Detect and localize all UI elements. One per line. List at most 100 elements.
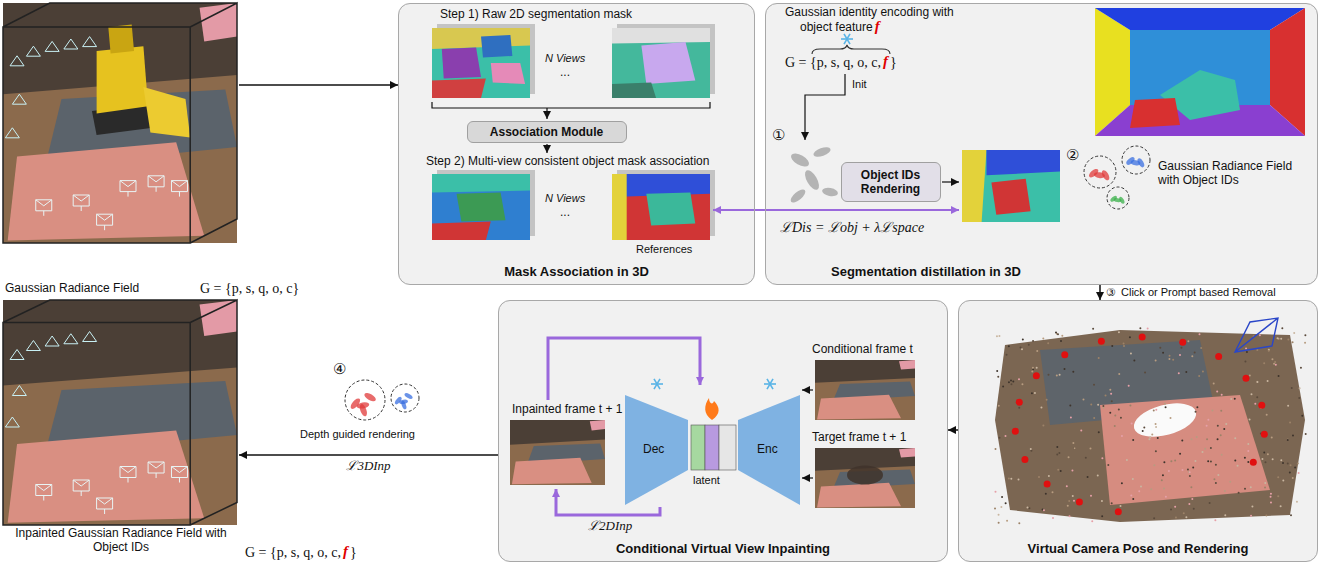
cloud-point xyxy=(1210,447,1212,449)
cloud-point xyxy=(1163,487,1165,489)
cloud-point xyxy=(1107,464,1109,466)
panel-title: Virtual Camera Pose and Rendering xyxy=(959,541,1317,556)
mask-region xyxy=(612,28,710,43)
cloud-point xyxy=(1005,435,1007,437)
cloud-point xyxy=(1120,505,1122,507)
virtual-camera xyxy=(1098,338,1105,345)
cloud-point xyxy=(1181,439,1183,441)
cloud-point xyxy=(1202,370,1204,372)
dozer-body xyxy=(97,46,148,113)
cloud-point xyxy=(1264,461,1266,463)
gaussian-blob xyxy=(789,187,808,205)
cloud-point xyxy=(1193,508,1195,510)
cloud-point xyxy=(1190,486,1192,488)
cloud-point xyxy=(1185,371,1187,373)
cloud-point xyxy=(1305,433,1307,435)
cloud-point xyxy=(1293,332,1295,334)
mask-region xyxy=(612,83,656,98)
cloud-point xyxy=(1036,367,1038,369)
panel-ground xyxy=(498,300,948,562)
virtual-camera xyxy=(1012,428,1019,435)
annotation-label: Init xyxy=(852,78,867,91)
cloud-point xyxy=(1245,348,1247,350)
table-surface xyxy=(815,360,915,420)
cloud-point xyxy=(1139,327,1141,329)
id-cluster xyxy=(345,380,385,420)
cloud-point xyxy=(1261,458,1263,460)
cloud-point xyxy=(1060,340,1062,342)
scene-image: Inpainted Gaussian Radiance Field with O… xyxy=(3,300,239,566)
cloud-point xyxy=(1264,482,1266,484)
cloud-point xyxy=(1068,456,1070,458)
cloud-point xyxy=(1250,515,1252,517)
cloud-point xyxy=(1213,478,1215,480)
camera-frustum xyxy=(26,341,40,351)
pink-paper xyxy=(8,142,205,240)
panel-ground xyxy=(765,3,1318,285)
top-wall xyxy=(1095,8,1305,30)
cloud-point xyxy=(1008,345,1010,347)
table-surface xyxy=(3,300,237,525)
id-cluster xyxy=(391,384,419,412)
cloud-point xyxy=(1057,333,1059,335)
cloud-point xyxy=(1300,367,1302,369)
flake-arm xyxy=(654,379,660,389)
encoder xyxy=(738,395,800,505)
edge-label: ℒ3DInp xyxy=(345,459,391,474)
cloud-point xyxy=(1244,457,1246,459)
flow-connector xyxy=(239,84,398,86)
cloud-point xyxy=(1021,383,1023,385)
cloud-point xyxy=(1130,352,1132,354)
cloud-point xyxy=(1264,486,1266,488)
cloud-point xyxy=(1150,488,1152,490)
flow-arrow xyxy=(942,181,959,182)
cloud-point xyxy=(1250,393,1252,395)
annotation-label: object feature xyxy=(800,21,873,35)
cloud-point xyxy=(1290,514,1292,516)
camera-frustum xyxy=(10,350,24,360)
formula-text: G = {p, s, q, o, c, xyxy=(245,545,341,561)
panel-title: Mask Association in 3D xyxy=(399,264,754,279)
cloud-point xyxy=(1123,345,1125,347)
cloud-point xyxy=(1267,453,1269,455)
cube-outline xyxy=(3,300,237,525)
flake-arm xyxy=(654,379,660,389)
cloud-point xyxy=(1278,375,1280,377)
cloud-point xyxy=(1165,496,1167,498)
cloud-point xyxy=(1022,338,1024,340)
formula-text: } xyxy=(890,55,897,71)
gaussian-blob xyxy=(363,391,377,403)
cloud-point xyxy=(1224,514,1226,516)
mask-ground xyxy=(612,28,710,98)
stage-panel: Virtual Camera Pose and Rendering xyxy=(958,300,1318,562)
cloud-point xyxy=(1032,367,1034,369)
formula-text: G = {p, s, q, o, c, xyxy=(785,55,881,71)
cloud-point xyxy=(1180,347,1182,349)
cloud-point xyxy=(1089,447,1091,449)
flake-arm xyxy=(767,379,773,389)
mask-region xyxy=(646,192,695,225)
brace xyxy=(812,45,890,54)
cloud-point xyxy=(1149,436,1151,438)
mask-region xyxy=(481,35,512,57)
cloud-point xyxy=(1036,350,1038,352)
panel-title: Conditional Virtual View Inpainting xyxy=(499,541,947,556)
cloud-point xyxy=(1090,404,1092,406)
flow-connector xyxy=(948,429,958,431)
camera-frustum xyxy=(36,200,52,216)
mask-region xyxy=(432,174,530,192)
cloud-point xyxy=(1277,495,1279,497)
cloud-point xyxy=(1153,517,1155,519)
cloud-point xyxy=(1121,482,1123,484)
cloud-point xyxy=(1047,342,1049,344)
cloud-point xyxy=(1280,505,1282,507)
cloud-point xyxy=(1068,500,1070,502)
cloud-point xyxy=(1008,478,1010,480)
image-caption: Gaussian Radiance Field xyxy=(5,281,205,295)
formula-text: f xyxy=(343,543,348,560)
panel-ground xyxy=(958,300,1318,562)
cloud-point xyxy=(1223,428,1225,430)
gaussian-blob xyxy=(404,392,414,400)
cloud-point xyxy=(1066,485,1068,487)
cloud-point xyxy=(1195,411,1197,413)
